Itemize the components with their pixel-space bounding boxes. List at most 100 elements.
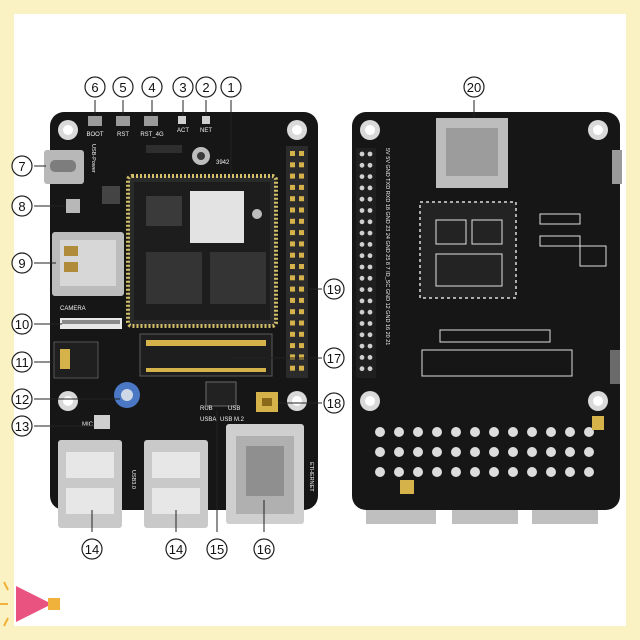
back-gpio-pad <box>359 185 365 191</box>
usb-m2-label: USB M.2 <box>220 417 245 423</box>
gpio-pin <box>290 252 295 258</box>
back-board: 5V 5V GND TXD RXD 18 GND 23 24 GND 25 8 … <box>352 112 622 524</box>
back-gpio-pad <box>367 242 373 247</box>
gpio-pin <box>290 275 295 281</box>
back-gpio-pad <box>367 309 373 315</box>
rst-label: RST <box>117 132 129 138</box>
callout-marker: 1 <box>220 76 242 98</box>
small-header <box>146 145 182 153</box>
back-bottom-pads <box>375 427 594 477</box>
back-gpio-pad <box>367 208 373 213</box>
gpio-pin <box>290 297 295 303</box>
back-gpio-pad <box>367 151 373 157</box>
callout-circle <box>323 392 345 414</box>
back-pcb <box>352 112 620 510</box>
back-gpio-pad <box>359 230 365 236</box>
back-gpio-pad <box>367 275 373 281</box>
back-solder-pad <box>432 427 442 437</box>
callout-circle <box>11 388 33 410</box>
gpio-pin <box>299 275 304 281</box>
back-solder-pad <box>546 447 556 457</box>
ufl-connector <box>66 199 80 213</box>
back-solder-pad <box>375 427 385 437</box>
top-silk-labels: BOOT RST RST_4G ACT NET <box>86 128 212 138</box>
back-gpio-pad <box>359 355 365 360</box>
back-solder-pad <box>394 427 404 437</box>
back-solder-pad <box>375 467 385 477</box>
back-gpio-pad <box>367 264 373 270</box>
lte-module-shield <box>190 191 244 243</box>
gpio-pin <box>290 151 295 156</box>
back-solder-pad <box>413 427 423 437</box>
callout-circle <box>220 76 242 98</box>
back-solder-pad <box>584 447 594 457</box>
gpio-pin <box>299 241 304 247</box>
gpio-pin <box>299 320 304 326</box>
rst-button <box>116 116 130 126</box>
callout-number: 1 <box>227 80 234 95</box>
callout-number: 11 <box>15 355 29 370</box>
callout-marker: 6 <box>84 76 106 98</box>
back-gpio-pads <box>356 148 376 378</box>
back-gpio-pad <box>359 242 365 247</box>
callout-marker: 20 <box>463 76 485 98</box>
back-gpio-pad <box>367 219 373 225</box>
back-solder-pad <box>451 467 461 477</box>
back-solder-pad <box>508 467 518 477</box>
back-solder-pad <box>432 447 442 457</box>
callout-number: 13 <box>15 419 29 434</box>
act-label: ACT <box>177 128 189 134</box>
video-badge-icon <box>0 581 60 627</box>
back-solder-pad <box>489 427 499 437</box>
callout-marker: 5 <box>112 76 134 98</box>
rub-label: RUB <box>200 406 213 412</box>
gpio-pin <box>299 264 304 269</box>
gpio-pin <box>290 241 295 247</box>
gpio-pin <box>290 162 295 168</box>
callout-circle <box>172 76 194 98</box>
gpio-pin <box>299 218 304 224</box>
back-ethernet-edge <box>366 510 436 524</box>
back-gpio-pad <box>359 287 365 292</box>
callout-number: 6 <box>91 80 98 95</box>
gpio-pin <box>290 218 295 224</box>
mic-label: MIC <box>82 422 94 428</box>
back-solder-pad <box>489 447 499 457</box>
back-solder-pad <box>527 447 537 457</box>
back-mounting-holes <box>360 120 608 411</box>
back-module-footprint <box>419 201 517 299</box>
callout-circle <box>11 415 33 437</box>
callout-number: 16 <box>257 542 271 557</box>
callout-number: 12 <box>15 392 29 407</box>
ram-chip-2 <box>210 252 266 304</box>
back-gpio-pad <box>367 366 373 372</box>
callout-number: 14 <box>169 542 183 557</box>
gpio-pin <box>299 286 304 292</box>
gpio-pin <box>299 162 304 168</box>
back-gpio-pad <box>367 298 373 304</box>
back-solder-pad <box>470 467 480 477</box>
callout-marker: 9 <box>11 252 33 274</box>
callout-circle <box>195 76 217 98</box>
callout-marker: 2 <box>195 76 217 98</box>
callout-circle <box>463 76 485 98</box>
back-gpio-pad <box>359 321 365 326</box>
back-usb-edge-1 <box>452 510 518 524</box>
callout-circle <box>112 76 134 98</box>
callout-marker: 3 <box>172 76 194 98</box>
rst4g-label: RST_4G <box>140 132 164 138</box>
act-led <box>178 116 186 124</box>
back-solder-pad <box>584 427 594 437</box>
callout-number: 9 <box>18 256 25 271</box>
callout-number: 2 <box>202 80 209 95</box>
back-gpio-pad <box>367 174 373 180</box>
gpio-pin <box>290 264 295 269</box>
gpio-pins <box>290 151 304 371</box>
back-gpio-pad <box>359 174 365 180</box>
back-gpio-pad <box>359 332 365 338</box>
callout-circle <box>81 538 103 560</box>
back-solder-pad <box>375 447 385 457</box>
back-solder-pad <box>565 467 575 477</box>
callout-marker: 7 <box>11 155 33 177</box>
